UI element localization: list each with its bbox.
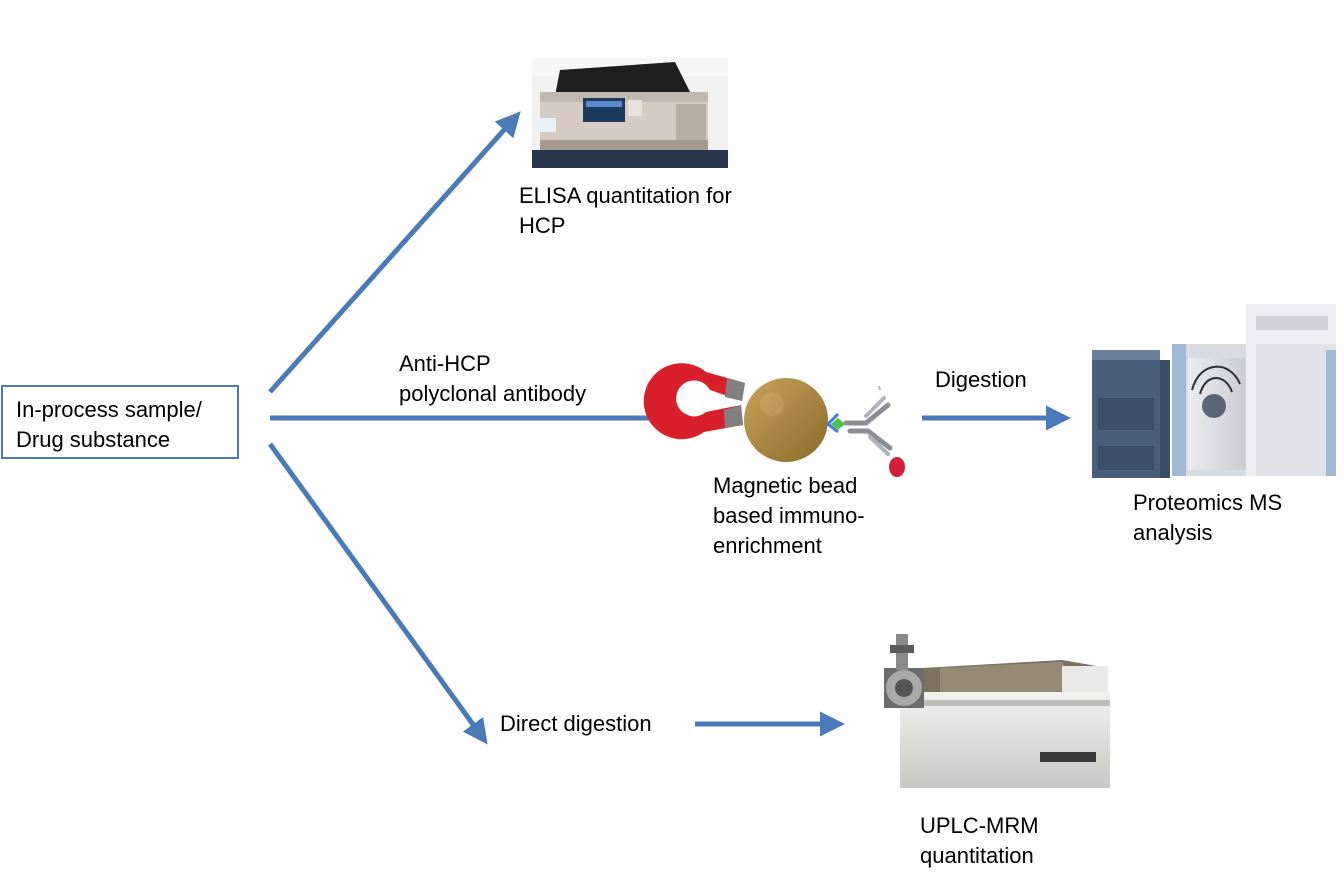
bead-enrichment-label: Magnetic bead based immuno- enrichment	[713, 471, 865, 561]
arrow-to-elisa	[268, 111, 521, 394]
uplc-mrm-instrument-image	[884, 634, 1110, 788]
proteomics-label-line2: analysis	[1133, 520, 1213, 545]
proteomics-ms-image	[1092, 304, 1336, 478]
sample-label-line2: Drug substance	[16, 427, 171, 452]
antibody-label-line2: polyclonal antibody	[399, 381, 587, 406]
proteomics-label-line1: Proteomics MS	[1133, 490, 1283, 515]
digestion-label: Digestion	[935, 367, 1027, 392]
elisa-plate-reader-image	[532, 58, 728, 168]
elisa-label-line1: ELISA quantitation for	[519, 183, 732, 208]
antibody-label: Anti-HCP polyclonal antibody	[399, 349, 586, 409]
proteomics-label: Proteomics MS analysis	[1133, 488, 1282, 548]
magnetic-bead-image	[643, 363, 905, 477]
uplc-label-line1: UPLC-MRM	[920, 813, 1039, 838]
elisa-label-line2: HCP	[519, 213, 566, 238]
uplc-label-line2: quantitation	[920, 843, 1034, 868]
direct-digestion-label: Direct digestion	[500, 711, 652, 736]
elisa-label: ELISA quantitation for HCP	[519, 181, 732, 241]
arrow-to-direct-digestion	[267, 442, 488, 745]
bead-label-line1: Magnetic bead	[713, 473, 858, 498]
sample-label-line1: In-process sample/	[16, 397, 202, 422]
sample-source-box: In-process sample/ Drug substance	[1, 385, 239, 459]
uplc-label: UPLC-MRM quantitation	[920, 811, 1039, 871]
bead-label-line3: enrichment	[713, 533, 822, 558]
antibody-label-line1: Anti-HCP	[399, 351, 491, 376]
bead-label-line2: based immuno-	[713, 503, 865, 528]
